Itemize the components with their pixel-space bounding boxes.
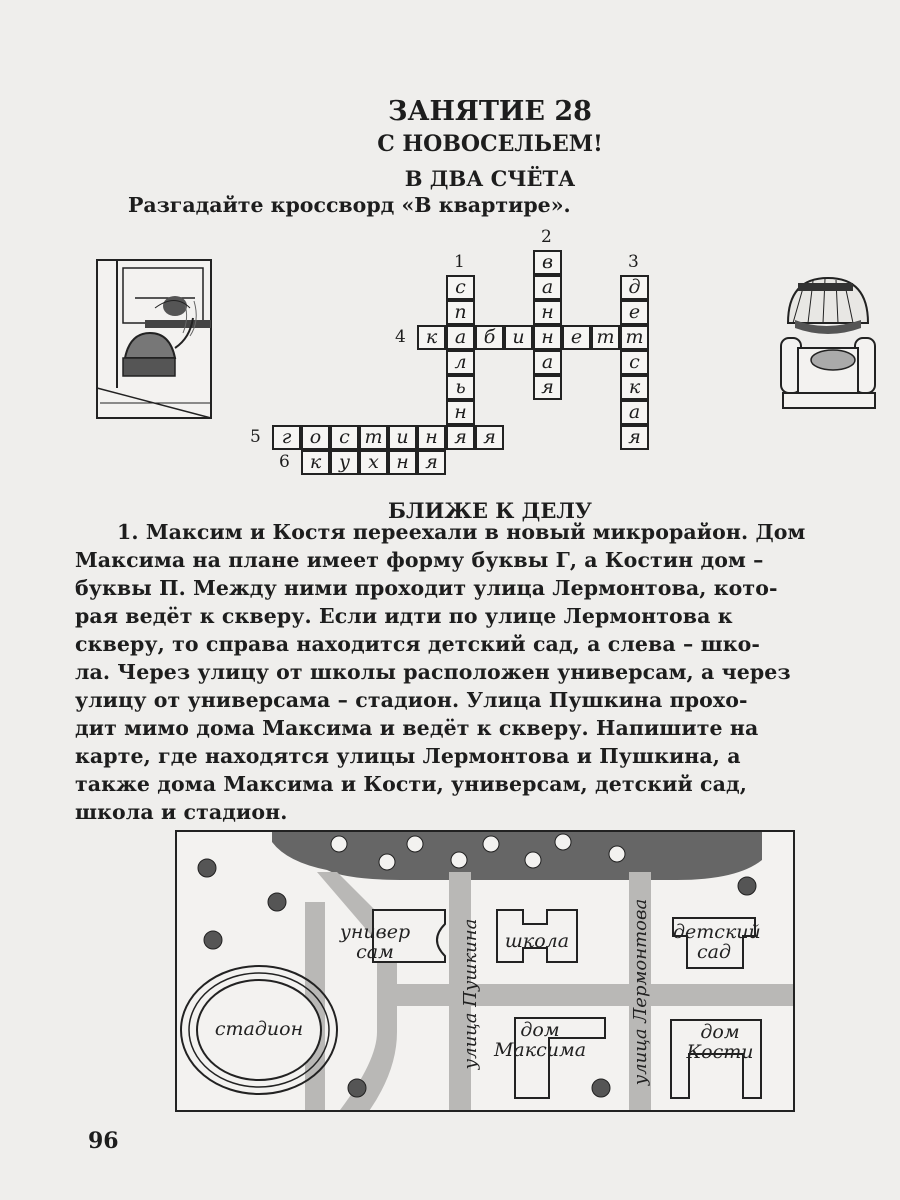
- label-school: школа: [504, 930, 570, 952]
- task-line: Максима на плане имеет форму буквы Г, а …: [75, 548, 764, 572]
- crossword-cell: с: [446, 275, 475, 300]
- crossword-cell: я: [620, 425, 649, 450]
- crossword-cell: с: [620, 350, 649, 375]
- task-line: ла. Через улицу от школы расположен унив…: [75, 660, 791, 684]
- crossword-cell: я: [475, 425, 504, 450]
- crossword-cell: х: [359, 450, 388, 475]
- crossword-clue-number: 6: [279, 452, 290, 472]
- task-line: также дома Максима и Кости, универсам, д…: [75, 772, 747, 796]
- crossword-cell: я: [417, 450, 446, 475]
- crossword-cell: я: [533, 375, 562, 400]
- task-text: 1. Максим и Костя переехали в новый микр…: [75, 518, 880, 826]
- label-kindergarten-line2: сад: [696, 941, 731, 963]
- label-kostya-line2: Кости: [686, 1041, 754, 1063]
- district-map: универ сам школа детский сад стадион дом…: [175, 830, 795, 1112]
- crossword-cell: б: [475, 325, 504, 350]
- crossword-cell: и: [504, 325, 533, 350]
- label-stadium: стадион: [214, 1018, 304, 1040]
- crossword-cell: т: [620, 325, 649, 350]
- crossword-cell: н: [388, 450, 417, 475]
- crossword-cell: д: [620, 275, 649, 300]
- crossword-cell: е: [562, 325, 591, 350]
- crossword-cell: г: [272, 425, 301, 450]
- page-number: 96: [88, 1128, 119, 1154]
- task-line: школа и стадион.: [75, 800, 288, 824]
- crossword-cell: н: [446, 400, 475, 425]
- label-universam-line1: универ: [339, 921, 411, 943]
- crossword-cell: н: [533, 325, 562, 350]
- crossword-cell: ь: [446, 375, 475, 400]
- label-maxim-line1: дом: [520, 1019, 560, 1041]
- crossword-cell: к: [417, 325, 446, 350]
- crossword-cell: и: [388, 425, 417, 450]
- label-universam-line2: сам: [356, 941, 394, 963]
- crossword-cell: а: [533, 350, 562, 375]
- task-line: улицу от универсама – стадион. Улица Пуш…: [75, 688, 748, 712]
- label-universam: универ сам: [335, 922, 415, 962]
- section-title-1: В ДВА СЧЁТА: [404, 166, 576, 191]
- crossword-cell: н: [533, 300, 562, 325]
- armchair-illustration: [780, 276, 876, 409]
- crossword-cell: а: [446, 325, 475, 350]
- crossword-cell: т: [359, 425, 388, 450]
- label-street-lermontov: улица Лермонтова: [630, 898, 651, 1086]
- crossword-cell: л: [446, 350, 475, 375]
- crossword-instruction: Разгадайте кроссворд «В квартире».: [128, 193, 571, 217]
- crossword-cell: к: [301, 450, 330, 475]
- task-line: буквы П. Между ними проходит улица Лермо…: [75, 576, 778, 600]
- label-maxim-line2: Максима: [493, 1039, 587, 1061]
- lesson-subtitle: С НОВОСЕЛЬЕМ!: [377, 131, 603, 157]
- crossword-clue-number: 4: [395, 327, 406, 347]
- crossword-cell: в: [533, 250, 562, 275]
- section-title-2: БЛИЖЕ К ДЕЛУ: [388, 498, 592, 523]
- task-line: скверу, то справа находится детский сад,…: [75, 632, 761, 656]
- crossword-cell: а: [533, 275, 562, 300]
- label-kostya-house: дом Кости: [675, 1022, 765, 1062]
- crossword-cell: т: [591, 325, 620, 350]
- task-line: рая ведёт к скверу. Если идти по улице Л…: [75, 604, 733, 628]
- map-drawing: [180, 832, 793, 1110]
- crossword-clue-number: 1: [454, 252, 465, 272]
- label-maxim-house: дом Максима: [485, 1020, 595, 1060]
- crossword-cell: я: [446, 425, 475, 450]
- task-line: дит мимо дома Максима и ведёт к скверу. …: [75, 716, 759, 740]
- crossword-clue-number: 3: [628, 252, 639, 272]
- crossword-cell: п: [446, 300, 475, 325]
- crossword-cell: с: [330, 425, 359, 450]
- label-kindergarten-line1: детский: [673, 921, 761, 943]
- kitchen-illustration: [96, 259, 212, 419]
- crossword-cell: н: [417, 425, 446, 450]
- crossword-cell: а: [620, 400, 649, 425]
- label-kindergarten: детский сад: [673, 922, 761, 963]
- lesson-title: ЗАНЯТИЕ 28: [388, 96, 592, 127]
- label-kostya-line1: дом: [700, 1021, 740, 1043]
- crossword-clue-number: 5: [250, 427, 261, 447]
- crossword-clue-number: 2: [541, 227, 552, 247]
- task-line: карте, где находятся улицы Лермонтова и …: [75, 744, 741, 768]
- task-line: 1. Максим и Костя переехали в новый микр…: [117, 520, 806, 544]
- crossword-cell: о: [301, 425, 330, 450]
- crossword-cell: е: [620, 300, 649, 325]
- label-street-pushkin: улица Пушкина: [460, 918, 481, 1070]
- crossword-cell: у: [330, 450, 359, 475]
- crossword-cell: к: [620, 375, 649, 400]
